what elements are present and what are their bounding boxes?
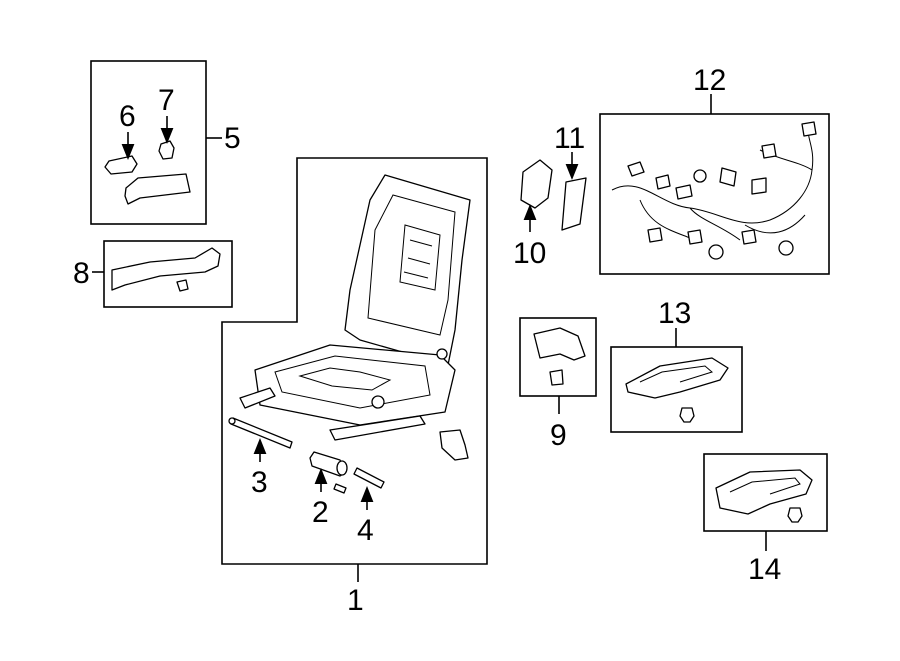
bracket-group (519, 317, 597, 414)
callout-9: 9 (550, 419, 567, 452)
control-module (520, 159, 553, 209)
side-cover-group (92, 240, 233, 308)
callout-11: 11 (554, 122, 585, 155)
harness-group (599, 94, 830, 275)
motor-shaft (353, 467, 385, 489)
callout-5: 5 (224, 122, 241, 155)
callout-2: 2 (312, 496, 329, 529)
callout-13: 13 (658, 297, 691, 330)
module-group (520, 152, 587, 232)
wiring-harness (611, 129, 814, 241)
seat-rail-left (239, 387, 276, 409)
inner-trim-cover (625, 357, 729, 399)
seat-frame-outline (221, 157, 488, 565)
switch-group (90, 60, 222, 225)
bracket-box-outline (519, 317, 597, 397)
side-cover-clip (176, 279, 189, 292)
callout-12: 12 (693, 64, 726, 97)
callout-14: 14 (748, 553, 781, 586)
trim-group-13 (610, 328, 743, 433)
callout-8: 8 (73, 257, 90, 290)
bracket-cover (533, 327, 586, 361)
cover-panel (561, 177, 587, 231)
side-cover-box-outline (103, 240, 233, 308)
switch-cap (158, 140, 175, 160)
harness-box-outline (599, 113, 830, 275)
trim-group-14 (703, 453, 828, 551)
seat-bracket-clip (439, 429, 469, 461)
trim-screw-13 (679, 407, 695, 423)
trim-screw-14 (787, 507, 803, 523)
side-cover-trim (111, 247, 221, 291)
callout-10: 10 (513, 237, 546, 270)
callout-6: 6 (119, 100, 136, 133)
callout-1: 1 (347, 584, 364, 617)
motor-bolt (333, 483, 347, 494)
outer-trim-cover (715, 469, 813, 515)
switch-box-outline (90, 60, 207, 225)
seat-frame-group (221, 157, 488, 582)
callout-7: 7 (158, 84, 175, 117)
adjuster-rod (230, 417, 293, 449)
bracket-clip (549, 369, 564, 386)
callout-4: 4 (357, 514, 374, 547)
seat-rail-right (329, 415, 426, 441)
callout-3: 3 (251, 466, 268, 499)
switch-knob (104, 155, 138, 175)
seat-cushion-frame (254, 344, 456, 426)
seat-back-frame (344, 174, 471, 366)
switch-body (124, 173, 191, 205)
